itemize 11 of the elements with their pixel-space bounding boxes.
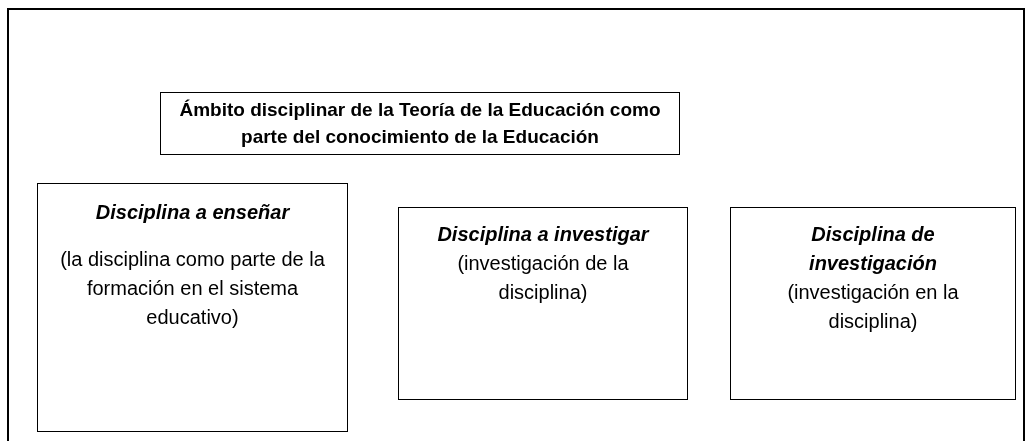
diagram-heading: Ámbito disciplinar de la Teoría de la Educación como parte del conocimiento de la Educación xyxy=(178,98,662,149)
text-box xyxy=(37,183,348,432)
box-description: (investigación de la disciplina) xyxy=(456,251,630,305)
box-description: (la disciplina como parte de la formación en el sistema educativo) xyxy=(59,247,326,330)
box-heading: Disciplina de investigación xyxy=(808,222,938,276)
text-box xyxy=(398,207,688,400)
box-heading: Disciplina a enseñar xyxy=(95,200,290,225)
title-box xyxy=(160,92,680,156)
box-heading: Disciplina a investigar xyxy=(437,222,649,247)
text-box xyxy=(730,207,1016,400)
box-description: (investigación en la disciplina) xyxy=(786,280,960,334)
